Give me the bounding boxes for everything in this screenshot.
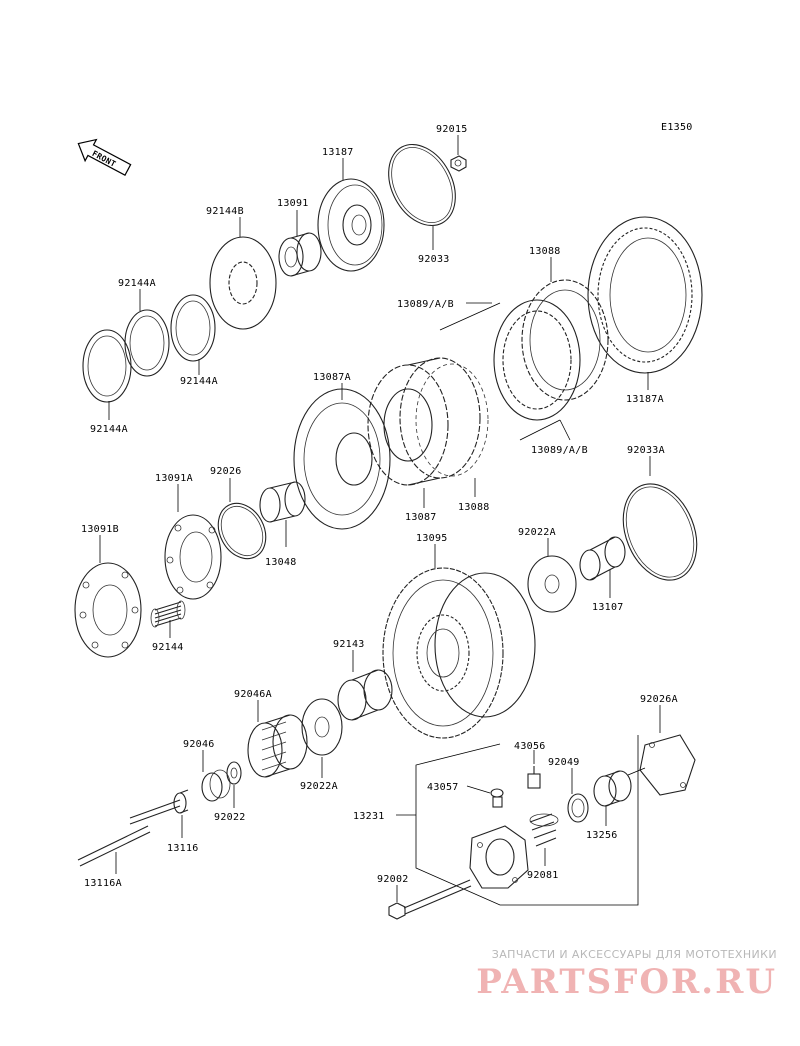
- label-13091A: 13091A: [155, 473, 193, 484]
- watermark-logo: PARTSFOR.RU: [476, 962, 777, 1002]
- part-92143-collar: [337, 669, 393, 721]
- label-13089-bottom: 13089/A/B: [531, 445, 588, 456]
- label-13095: 13095: [416, 533, 448, 544]
- part-92022-washer: [226, 761, 242, 785]
- label-13107: 13107: [592, 602, 624, 613]
- part-92144A-washer-left: [82, 329, 132, 403]
- label-13088-bottom: 13088: [458, 502, 490, 513]
- watermark-tagline: ЗАПЧАСТИ И АКСЕССУАРЫ ДЛЯ МОТОТЕХНИКИ: [491, 948, 777, 961]
- label-92022: 92022: [214, 812, 246, 823]
- part-13187A-plate: [587, 216, 703, 374]
- label-92015: 92015: [436, 124, 468, 135]
- part-13116-push-rod: [129, 789, 189, 825]
- label-43056: 43056: [514, 741, 546, 752]
- part-92144-spring: [150, 600, 186, 628]
- label-13048: 13048: [265, 557, 297, 568]
- part-92144A-washer-right: [170, 294, 216, 362]
- label-92026A: 92026A: [640, 694, 678, 705]
- label-92144B: 92144B: [206, 206, 244, 217]
- label-13187A: 13187A: [626, 394, 664, 405]
- label-92143: 92143: [333, 639, 365, 650]
- label-13087A: 13087A: [313, 372, 351, 383]
- part-92026A-cover: [627, 734, 696, 796]
- part-13087-clutch-drum: [367, 357, 481, 486]
- label-92022A-top: 92022A: [518, 527, 556, 538]
- part-slave-cylinder-body: [469, 825, 529, 889]
- diagram-code: E1350: [661, 122, 693, 133]
- label-92046: 92046: [183, 739, 215, 750]
- label-13087: 13087: [405, 512, 437, 523]
- part-92081-spring: [529, 813, 559, 847]
- part-92046A-needle-bearing: [247, 714, 308, 778]
- part-13116A-long-rod: [77, 825, 151, 867]
- label-92144A-mid: 92144A: [180, 376, 218, 387]
- label-13231: 13231: [353, 811, 385, 822]
- part-92026-circlip: [217, 502, 267, 560]
- part-13231-release-assembly-bracket: [396, 735, 639, 906]
- part-92022A-washer-upper: [527, 555, 577, 613]
- part-13088-friction-plate-bottom: [415, 363, 489, 477]
- part-92046-bearing: [201, 769, 231, 802]
- label-92033: 92033: [418, 254, 450, 265]
- part-43056-bleeder: [527, 766, 541, 789]
- label-92033A: 92033A: [627, 445, 665, 456]
- part-43057-cap: [490, 788, 504, 808]
- label-13091: 13091: [277, 198, 309, 209]
- label-13187: 13187: [322, 147, 354, 158]
- label-13116: 13116: [167, 843, 199, 854]
- front-arrow-icon: FRONT: [77, 138, 132, 176]
- part-92033-circlip: [388, 143, 456, 227]
- part-92015-nut: [450, 155, 467, 172]
- label-13091B: 13091B: [81, 524, 119, 535]
- part-92033A-circlip: [622, 483, 698, 581]
- part-13256-piston: [593, 770, 632, 807]
- label-92081: 92081: [527, 870, 559, 881]
- label-92026: 92026: [210, 466, 242, 477]
- part-13089-steel-plate: [493, 299, 581, 421]
- label-92144A-bottom: 92144A: [90, 424, 128, 435]
- part-13095-clutch-housing: [382, 567, 536, 739]
- part-13187-pressure-plate: [317, 178, 385, 272]
- label-92022A-bottom: 92022A: [300, 781, 338, 792]
- label-13088-top: 13088: [529, 246, 561, 257]
- label-92002: 92002: [377, 874, 409, 885]
- label-13116A: 13116A: [84, 878, 122, 889]
- label-92144A-top: 92144A: [118, 278, 156, 289]
- label-43057: 43057: [427, 782, 459, 793]
- part-13048-sleeve: [259, 481, 306, 523]
- label-13256: 13256: [586, 830, 618, 841]
- part-13091A-spring-holder: [164, 514, 222, 600]
- label-92046A: 92046A: [234, 689, 272, 700]
- label-13089-top: 13089/A/B: [397, 299, 454, 310]
- part-92049-oil-seal: [567, 793, 589, 823]
- part-13107-bushing: [579, 536, 626, 581]
- part-92144B-spring-plate: [209, 236, 277, 330]
- part-92002-bolt: [388, 879, 472, 920]
- part-13091-bearing: [278, 232, 322, 277]
- part-13091B-cam-plate: [74, 562, 142, 658]
- part-13088-friction-plate-top: [521, 279, 609, 401]
- label-92144: 92144: [152, 642, 184, 653]
- part-92144A-washer-middle: [124, 309, 170, 377]
- label-92049: 92049: [548, 757, 580, 768]
- part-92022A-washer-lower: [301, 698, 343, 756]
